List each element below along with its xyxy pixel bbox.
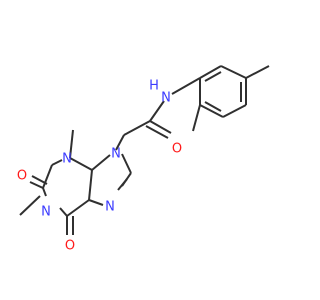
methyl-ortho-bond	[192, 104, 201, 132]
atom-n3-label: N	[62, 152, 72, 167]
aryl-ring	[192, 65, 270, 132]
methyl-para-bond	[245, 65, 270, 79]
methyl-n3-bond	[69, 129, 74, 159]
atom-n9-label: N	[111, 147, 121, 162]
molecule-structure: H N O N N N N O O	[17, 65, 270, 254]
atom-o6-label: O	[65, 239, 75, 254]
imidazole-ring	[88, 134, 132, 206]
atom-amide-n-label: N	[161, 91, 171, 106]
amide-linker	[123, 77, 201, 139]
methyl-n1-bond	[19, 195, 41, 216]
atom-amide-o-label: O	[172, 142, 182, 157]
atom-n7-label: N	[105, 200, 115, 215]
pyrimidine-ring	[19, 129, 93, 235]
atom-n1-label: N	[41, 205, 51, 220]
atom-h-label: H	[149, 79, 159, 94]
atom-o2-label: O	[17, 169, 27, 184]
atom-labels: H N O N N N N O O	[17, 79, 182, 254]
